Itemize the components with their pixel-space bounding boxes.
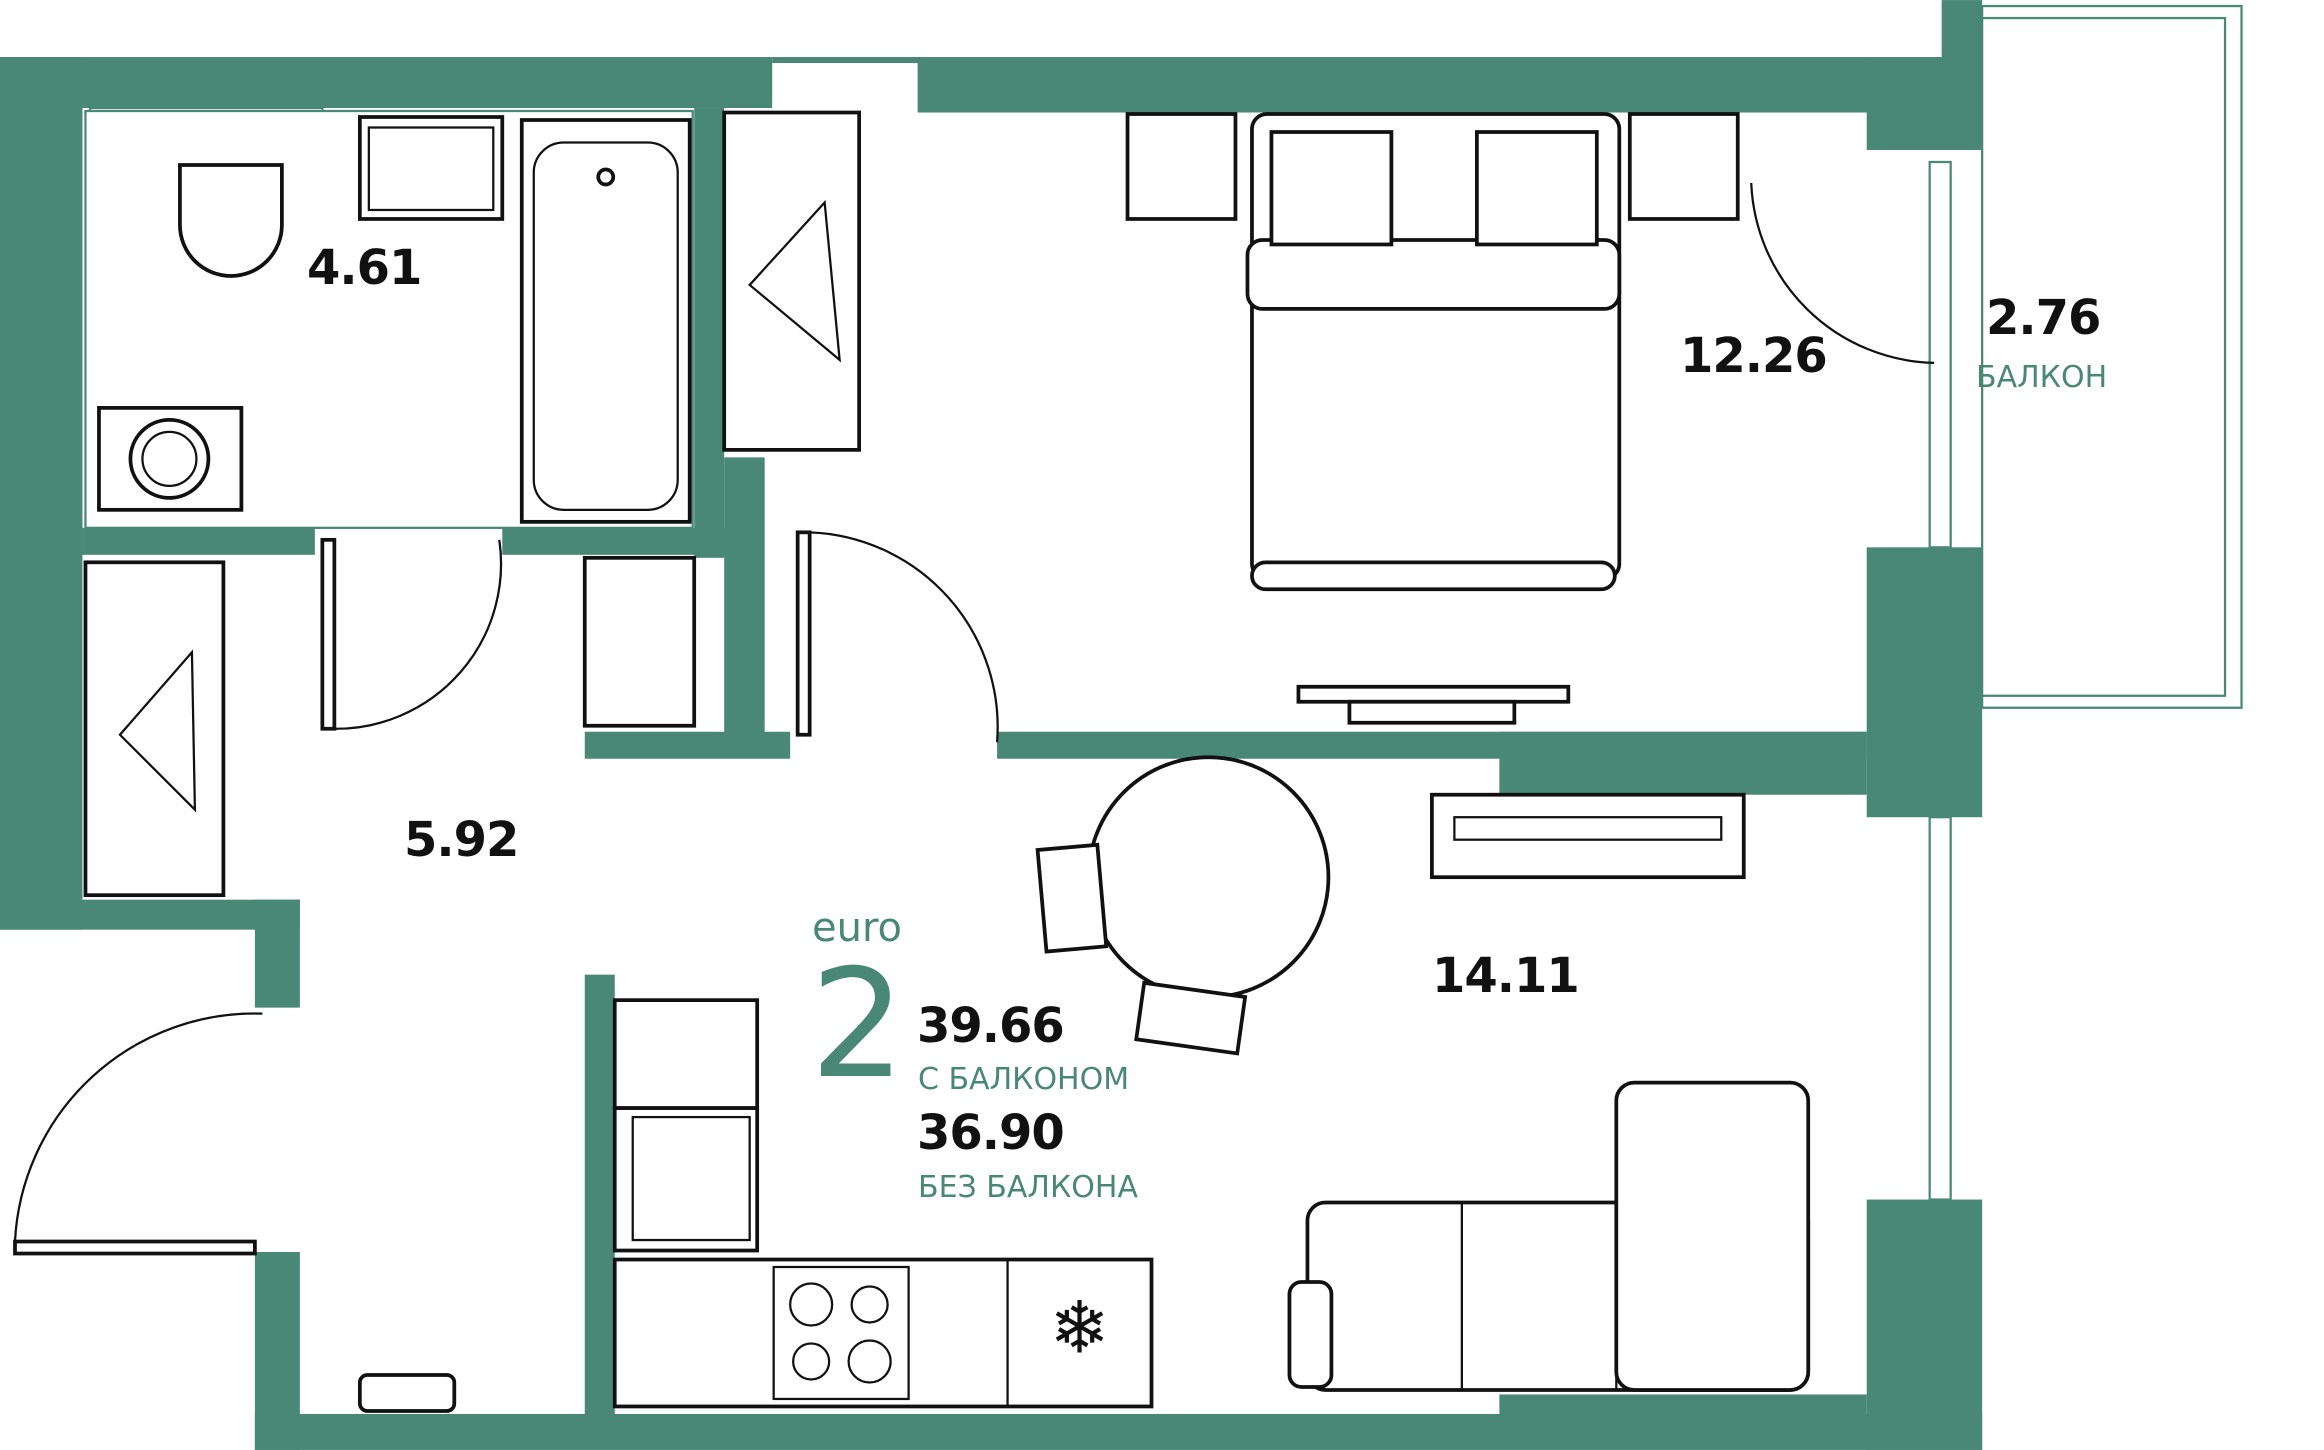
room-area-hallway: 5.92 xyxy=(404,812,519,868)
apartment-type: euro xyxy=(812,905,902,951)
bedroom-furniture xyxy=(1125,112,1740,725)
sink xyxy=(357,115,505,221)
room-area-bathroom: 4.61 xyxy=(307,240,422,296)
bathroom-fixtures xyxy=(84,109,694,529)
walls xyxy=(0,0,1983,1450)
balcony-outline xyxy=(1981,4,2243,709)
area-without-balcony: 36.90 xyxy=(917,1105,1065,1161)
living-kitchen-furniture: ❄ xyxy=(357,755,1811,1413)
snowflake-icon: ❄ xyxy=(1049,1285,1109,1369)
tv-stand xyxy=(1430,792,1746,880)
balcony-caption: БАЛКОН xyxy=(1976,360,2108,395)
wardrobes xyxy=(83,110,862,898)
area-with-balcony-caption: С БАЛКОНОМ xyxy=(918,1062,1130,1097)
room-area-bedroom: 12.26 xyxy=(1680,328,1828,384)
dining-table xyxy=(1086,755,1331,1000)
rooms-count: 2 xyxy=(810,938,906,1112)
toilet xyxy=(178,163,284,278)
room-area-living-kitchen: 14.11 xyxy=(1432,948,1580,1004)
kitchen-counter xyxy=(612,1257,1154,1409)
doors xyxy=(13,182,1935,1256)
bathtub xyxy=(519,118,692,524)
room-area-balcony: 2.76 xyxy=(1986,290,2101,346)
area-without-balcony-caption: БЕЗ БАЛКОНА xyxy=(918,1170,1138,1205)
area-with-balcony: 39.66 xyxy=(917,998,1065,1054)
